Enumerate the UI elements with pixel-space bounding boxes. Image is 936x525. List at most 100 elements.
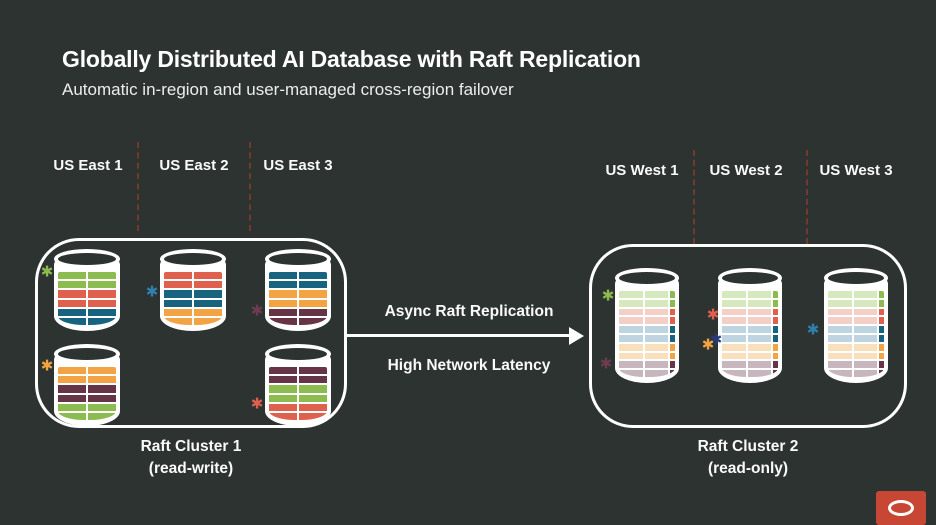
db-row bbox=[828, 361, 884, 369]
db-row bbox=[58, 317, 116, 325]
leader-asterisk: ✱ bbox=[250, 394, 264, 413]
db-row bbox=[58, 272, 116, 280]
database-cylinder bbox=[54, 249, 120, 331]
db-row bbox=[619, 334, 675, 342]
region-label-us-east-2: US East 2 bbox=[159, 157, 229, 174]
raft-cluster-2-box bbox=[589, 244, 907, 428]
cylinder-top bbox=[265, 249, 331, 269]
region-label-us-west-1: US West 1 bbox=[605, 162, 679, 179]
db-row bbox=[269, 308, 327, 316]
db-row bbox=[58, 308, 116, 316]
db-row bbox=[828, 291, 884, 298]
region-divider bbox=[137, 142, 139, 231]
db-row bbox=[164, 281, 222, 289]
header: Globally Distributed AI Database with Ra… bbox=[62, 46, 641, 100]
raft-cluster-2-caption: Raft Cluster 2 (read-only) bbox=[697, 438, 799, 477]
raft-cluster-1-box bbox=[35, 238, 347, 428]
region-divider bbox=[693, 150, 695, 244]
db-row bbox=[828, 326, 884, 333]
cylinder-top bbox=[160, 249, 226, 269]
db-row bbox=[58, 367, 116, 375]
leader-asterisk: ✱ bbox=[145, 282, 159, 301]
db-row bbox=[619, 370, 675, 377]
db-row bbox=[619, 343, 675, 351]
db-row bbox=[269, 394, 327, 402]
db-row bbox=[269, 367, 327, 375]
database-cylinder bbox=[718, 268, 782, 383]
db-row bbox=[722, 291, 778, 298]
arrow-label-bottom: High Network Latency bbox=[387, 357, 551, 374]
region-divider bbox=[249, 142, 251, 231]
leader-asterisk: ✱ bbox=[706, 305, 720, 324]
oracle-logo bbox=[876, 491, 926, 525]
cylinder-top bbox=[718, 268, 782, 288]
oracle-o-icon bbox=[888, 500, 914, 516]
db-row bbox=[828, 308, 884, 316]
db-row bbox=[722, 326, 778, 333]
db-row bbox=[269, 299, 327, 307]
db-row bbox=[619, 308, 675, 316]
db-row bbox=[269, 281, 327, 289]
db-row bbox=[722, 334, 778, 342]
db-row bbox=[619, 299, 675, 307]
leader-asterisk: ✱ bbox=[806, 320, 820, 339]
database-cylinder bbox=[615, 268, 679, 383]
replication-arrow bbox=[347, 334, 570, 337]
leader-asterisk: ✱ bbox=[599, 354, 613, 373]
cylinder-top bbox=[54, 249, 120, 269]
db-row bbox=[269, 376, 327, 384]
db-row bbox=[619, 326, 675, 333]
db-row bbox=[722, 343, 778, 351]
leader-asterisk: ✱ bbox=[40, 356, 54, 375]
db-row bbox=[828, 370, 884, 377]
leader-asterisk: ✱ bbox=[709, 330, 723, 349]
db-row bbox=[58, 281, 116, 289]
db-row bbox=[269, 317, 327, 325]
cylinder-top bbox=[615, 268, 679, 288]
db-row bbox=[269, 272, 327, 280]
db-row bbox=[269, 403, 327, 411]
leader-asterisk: ✱ bbox=[40, 262, 54, 281]
db-row bbox=[722, 299, 778, 307]
db-row bbox=[828, 334, 884, 342]
db-row bbox=[722, 352, 778, 360]
database-cylinder bbox=[160, 249, 226, 331]
db-row bbox=[828, 299, 884, 307]
database-cylinder bbox=[54, 344, 120, 426]
page-subtitle: Automatic in-region and user-managed cro… bbox=[62, 80, 514, 99]
db-row bbox=[269, 412, 327, 420]
db-row bbox=[619, 361, 675, 369]
cylinder-top bbox=[54, 344, 120, 364]
db-row bbox=[58, 394, 116, 402]
db-row bbox=[164, 317, 222, 325]
db-row bbox=[164, 272, 222, 280]
db-row bbox=[828, 352, 884, 360]
db-row bbox=[722, 361, 778, 369]
db-row bbox=[58, 385, 116, 393]
db-row bbox=[164, 299, 222, 307]
leader-asterisk: ✱ bbox=[250, 301, 264, 320]
db-row bbox=[828, 317, 884, 325]
db-row bbox=[58, 403, 116, 411]
db-row bbox=[58, 299, 116, 307]
leader-asterisk: ✱ bbox=[701, 335, 715, 354]
database-cylinder bbox=[265, 344, 331, 426]
database-cylinder bbox=[824, 268, 888, 383]
db-row bbox=[164, 290, 222, 298]
db-row bbox=[722, 370, 778, 377]
cylinder-top bbox=[265, 344, 331, 364]
db-row bbox=[269, 290, 327, 298]
arrow-label-top: Async Raft Replication bbox=[384, 303, 554, 320]
db-row bbox=[619, 291, 675, 298]
db-row bbox=[164, 308, 222, 316]
database-cylinder bbox=[265, 249, 331, 331]
db-row bbox=[619, 352, 675, 360]
db-row bbox=[58, 376, 116, 384]
db-row bbox=[619, 317, 675, 325]
db-row bbox=[828, 343, 884, 351]
raft-cluster-1-caption: Raft Cluster 1 (read-write) bbox=[140, 438, 242, 477]
replication-arrow-head bbox=[569, 327, 584, 345]
region-label-us-east-3: US East 3 bbox=[263, 157, 333, 174]
region-label-us-west-2: US West 2 bbox=[709, 162, 783, 179]
